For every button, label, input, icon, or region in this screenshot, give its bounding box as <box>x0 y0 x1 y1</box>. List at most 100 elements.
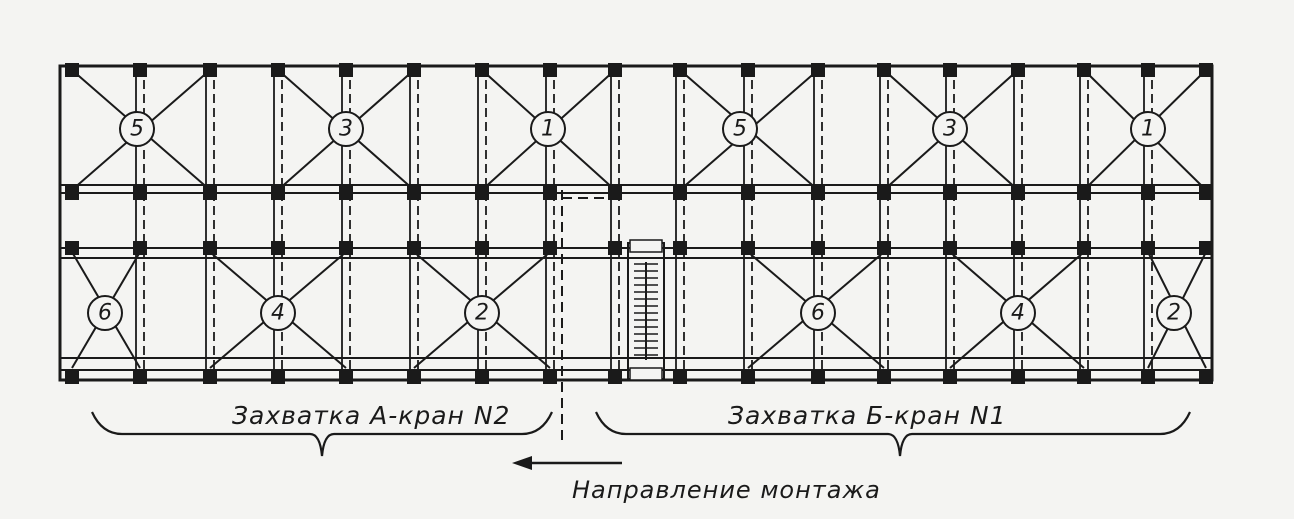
stair-landing <box>629 239 663 253</box>
column <box>811 241 825 255</box>
column <box>407 241 421 255</box>
column <box>475 370 489 384</box>
column <box>943 241 957 255</box>
zone-a-label: Захватка А-кран N2 <box>232 401 510 430</box>
column <box>543 370 557 384</box>
zone-bracket <box>90 411 554 457</box>
column <box>203 63 217 77</box>
column <box>407 186 421 200</box>
sequence-number: 2 <box>475 301 489 326</box>
column <box>673 63 687 77</box>
column <box>203 186 217 200</box>
column <box>811 186 825 200</box>
column <box>1011 370 1025 384</box>
column <box>339 63 353 77</box>
sequence-number: 3 <box>339 117 353 142</box>
column <box>339 241 353 255</box>
sequence-number-circle <box>1156 295 1192 331</box>
sequence-number-circle <box>932 111 968 147</box>
column <box>543 63 557 77</box>
column-markers <box>65 63 1213 384</box>
column <box>475 63 489 77</box>
building-frame <box>58 64 1214 440</box>
column <box>741 370 755 384</box>
column <box>1077 241 1091 255</box>
stairwell <box>627 239 665 381</box>
column <box>203 370 217 384</box>
sequence-number: 5 <box>733 117 747 142</box>
sequence-number: 6 <box>811 301 825 326</box>
column <box>65 370 79 384</box>
column <box>741 63 755 77</box>
sequence-number: 1 <box>1141 117 1155 142</box>
column <box>673 186 687 200</box>
column <box>203 241 217 255</box>
column <box>673 241 687 255</box>
column <box>407 370 421 384</box>
sequence-number: 1 <box>541 117 555 142</box>
column <box>339 186 353 200</box>
column <box>133 370 147 384</box>
column <box>1199 186 1213 200</box>
column <box>543 241 557 255</box>
sequence-number: 6 <box>98 301 112 326</box>
sequence-number-circle <box>722 111 758 147</box>
column <box>1199 63 1213 77</box>
column <box>65 241 79 255</box>
column <box>1011 186 1025 200</box>
column <box>877 186 891 200</box>
stair-landing <box>629 367 663 381</box>
column <box>1141 241 1155 255</box>
column <box>943 63 957 77</box>
column <box>608 63 622 77</box>
zone-bracket <box>594 411 1192 457</box>
column <box>1141 186 1155 200</box>
column <box>133 241 147 255</box>
column <box>608 186 622 200</box>
column <box>741 241 755 255</box>
column <box>407 63 421 77</box>
column <box>811 63 825 77</box>
sequence-number-circle <box>1130 111 1166 147</box>
direction-label: Направление монтажа <box>572 476 881 504</box>
column <box>543 186 557 200</box>
column <box>339 370 353 384</box>
column <box>1077 186 1091 200</box>
column <box>1011 241 1025 255</box>
column <box>608 241 622 255</box>
sequence-number-circle <box>328 111 364 147</box>
column <box>877 370 891 384</box>
column <box>475 241 489 255</box>
column <box>271 186 285 200</box>
column <box>133 186 147 200</box>
column <box>65 186 79 200</box>
bracing-crosses <box>71 69 1207 369</box>
column <box>65 63 79 77</box>
column <box>1077 370 1091 384</box>
outer-wall <box>58 64 1214 382</box>
sequence-number: 2 <box>1167 301 1181 326</box>
sequence-number: 3 <box>943 117 957 142</box>
column <box>271 370 285 384</box>
sequence-number: 4 <box>1011 301 1025 326</box>
column <box>943 186 957 200</box>
direction-arrow <box>512 456 622 470</box>
column <box>271 63 285 77</box>
sequence-number-circle <box>87 295 123 331</box>
sequence-number-circle <box>800 295 836 331</box>
column <box>811 370 825 384</box>
column <box>877 241 891 255</box>
sequence-number-circle <box>1000 295 1036 331</box>
column <box>1141 370 1155 384</box>
sequence-number-circle <box>530 111 566 147</box>
zone-b-label: Захватка Б-кран N1 <box>728 401 1007 430</box>
column <box>673 370 687 384</box>
sequence-number-circle <box>464 295 500 331</box>
sequence-number-circle <box>119 111 155 147</box>
column <box>877 63 891 77</box>
sequence-number: 5 <box>130 117 144 142</box>
column <box>271 241 285 255</box>
column <box>1199 370 1213 384</box>
